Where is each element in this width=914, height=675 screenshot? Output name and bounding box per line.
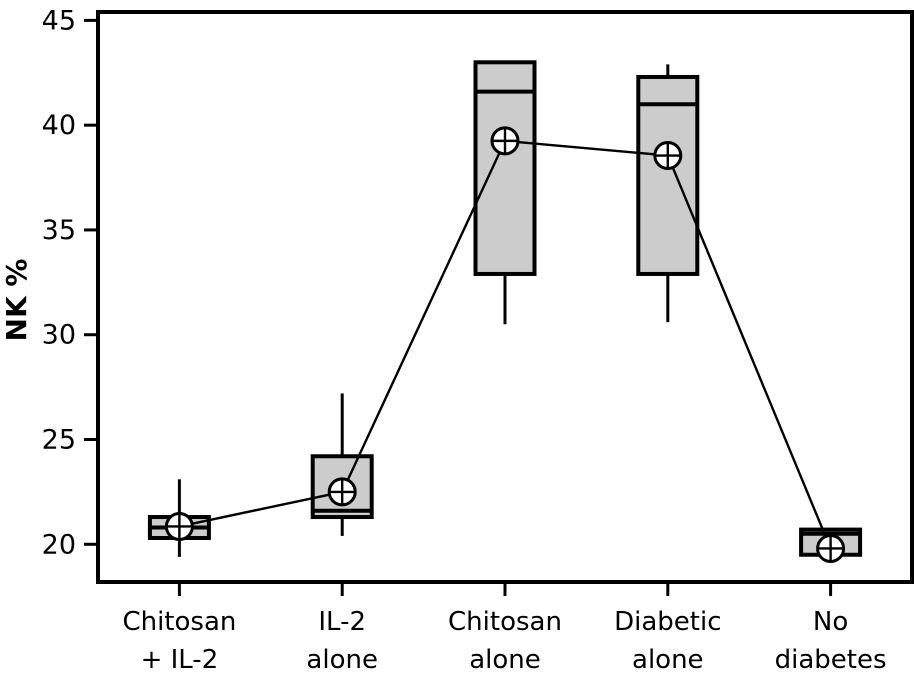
x-category-label: Diabetic [614, 607, 721, 637]
x-axis-ticks [177, 582, 833, 596]
y-tick-label: 45 [42, 5, 76, 36]
x-category-label: Chitosan [122, 607, 236, 637]
box-plot-item [473, 60, 537, 325]
x-category-label: Chitosan [448, 607, 562, 637]
y-tick-label: 30 [42, 320, 76, 351]
mean-marker [490, 126, 520, 156]
y-axis: 20 25 30 35 40 45 [42, 5, 98, 560]
y-tick-label: 25 [42, 425, 76, 456]
x-category-label: IL-2 [318, 607, 366, 637]
y-axis-title: NK % [0, 259, 33, 342]
x-category-label: alone [632, 645, 704, 675]
x-category-label: diabetes [775, 645, 887, 675]
mean-markers [164, 126, 846, 563]
box-iqr [636, 74, 700, 276]
box-plot-item [147, 479, 211, 557]
y-tick-label: 20 [42, 529, 76, 560]
mean-marker [816, 533, 846, 563]
x-axis-labels: Chitosan + IL-2 IL-2 alone Chitosan alone Diab… [122, 607, 886, 675]
box-iqr [473, 60, 537, 276]
x-category-label: No [813, 607, 848, 637]
y-tick-label: 35 [42, 215, 76, 246]
mean-marker [327, 477, 357, 507]
box-plot-item [636, 64, 700, 323]
box-plot-item [310, 393, 374, 536]
x-category-label: alone [469, 645, 541, 675]
x-category-label: + IL-2 [141, 645, 219, 675]
mean-marker [164, 511, 194, 541]
x-category-label: alone [306, 645, 378, 675]
y-tick-label: 40 [42, 110, 76, 141]
mean-marker [653, 141, 683, 171]
